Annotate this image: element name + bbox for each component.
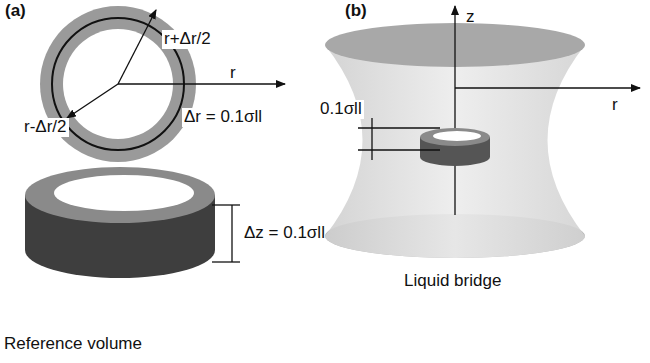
dimension-label: 0.1σll bbox=[318, 100, 364, 119]
axis-label: r bbox=[612, 96, 618, 115]
axis-label: z bbox=[466, 8, 475, 27]
radius-label: r bbox=[228, 64, 238, 83]
annulus-top-view bbox=[40, 6, 285, 162]
caption-label: Reference volume bbox=[4, 335, 142, 354]
panel-label: (b) bbox=[345, 2, 367, 21]
radius-label: r+Δr/2 bbox=[162, 30, 213, 49]
dimension-label: Δz = 0.1σll bbox=[244, 224, 325, 243]
panel-label: (a) bbox=[5, 2, 26, 21]
radius-label: r-Δr/2 bbox=[22, 118, 69, 137]
reference-volume-cylinder bbox=[25, 167, 240, 278]
caption-label: Liquid bridge bbox=[404, 272, 501, 291]
dimension-label: Δr = 0.1σll bbox=[182, 108, 264, 127]
liquid-bridge bbox=[325, 6, 640, 258]
